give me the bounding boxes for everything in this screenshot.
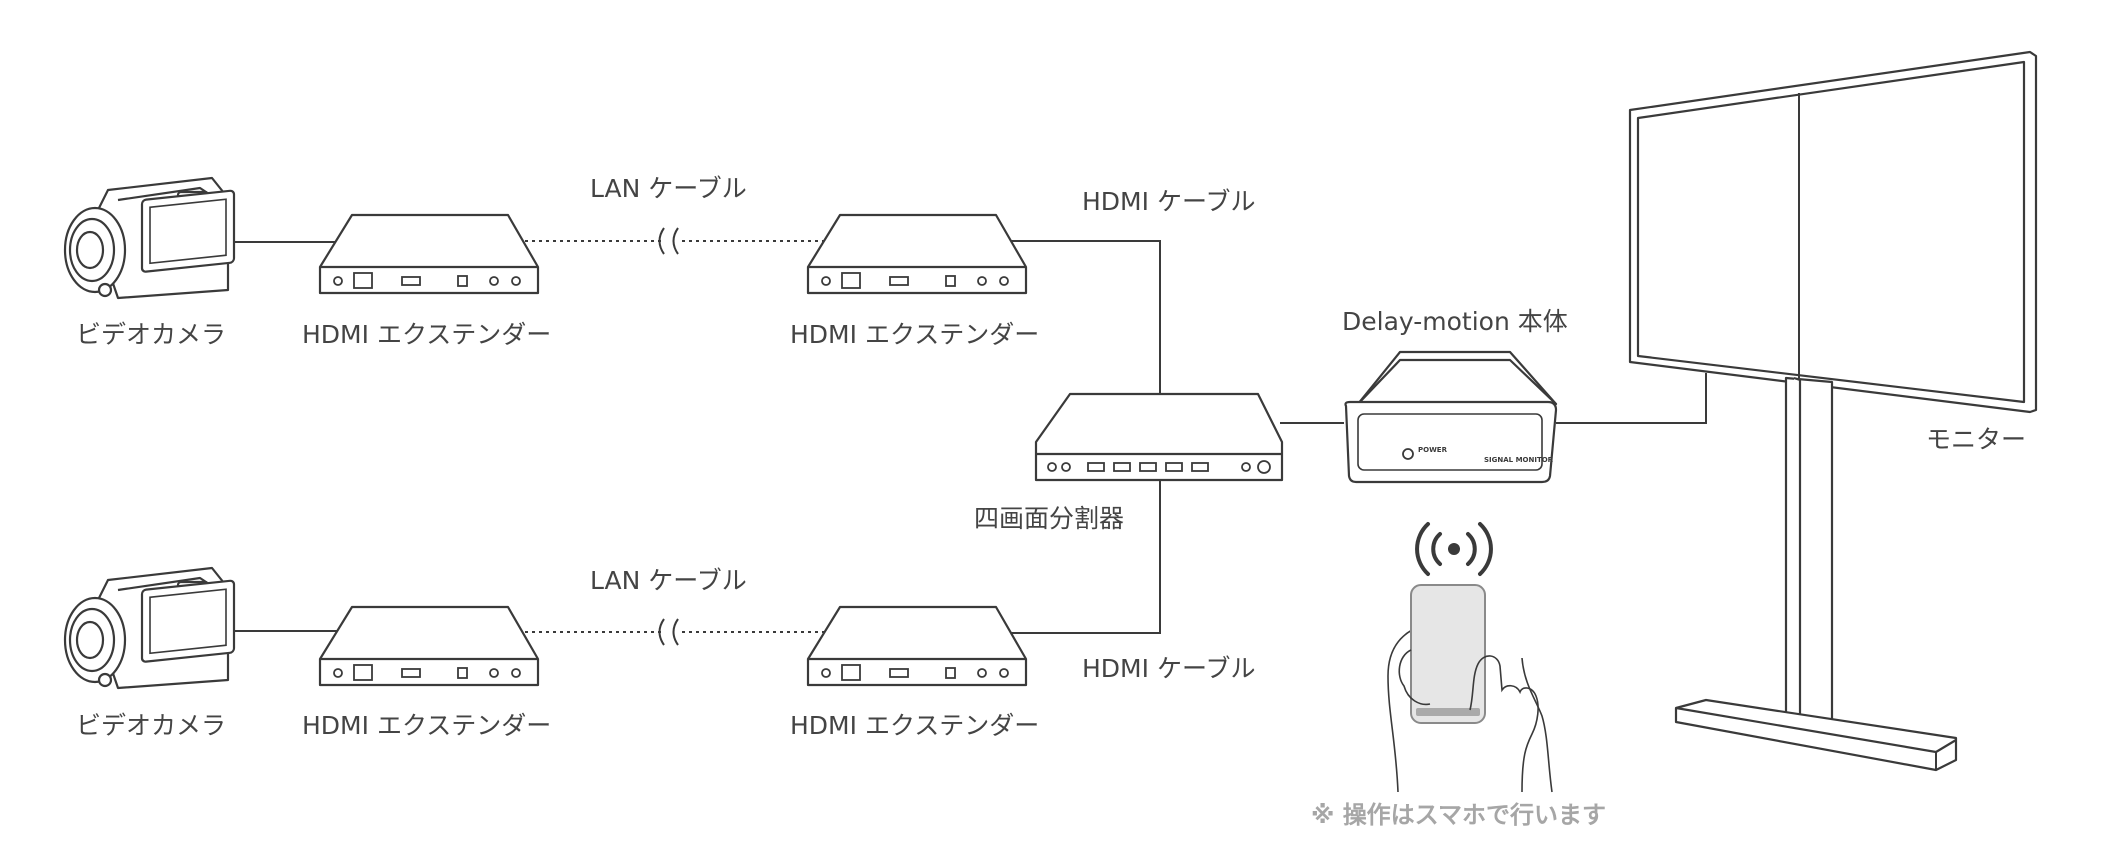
lan-cable-line-2 bbox=[518, 618, 826, 646]
hdmi-extender-icon bbox=[318, 213, 540, 295]
hdmi-extender-icon bbox=[806, 213, 1028, 295]
signal-monitor-text: SIGNAL MONITOR bbox=[1484, 456, 1554, 464]
wireless-signal-icon bbox=[1415, 522, 1493, 576]
smartphone-note: ※ 操作はスマホで行います bbox=[1311, 801, 1606, 829]
camera-label-2: ビデオカメラ bbox=[76, 711, 227, 740]
extender-label-2: HDMI エクステンダー bbox=[790, 320, 1040, 349]
delay-motion-label: Delay-motion 本体 bbox=[1342, 307, 1568, 336]
video-camera-icon bbox=[63, 566, 236, 690]
camera-label-1: ビデオカメラ bbox=[76, 320, 227, 349]
extender-label-3: HDMI エクステンダー bbox=[302, 711, 552, 740]
hdmi-extender-icon bbox=[806, 605, 1028, 687]
hdmi-cable-label-2: HDMI ケーブル bbox=[1082, 654, 1256, 683]
smartphone-hand-icon bbox=[1387, 584, 1553, 793]
monitor-icon bbox=[1628, 50, 2038, 772]
video-camera-icon bbox=[63, 176, 236, 300]
monitor-label: モニター bbox=[1926, 425, 2027, 454]
lan-cable-label-2: LAN ケーブル bbox=[590, 566, 747, 595]
quad-splitter-icon bbox=[1034, 392, 1284, 482]
extender-label-1: HDMI エクステンダー bbox=[302, 320, 552, 349]
hdmi-cable-line-1 bbox=[1003, 240, 1161, 396]
power-text: POWER bbox=[1418, 446, 1448, 454]
splitter-label: 四画面分割器 bbox=[974, 504, 1125, 533]
lan-cable-label-1: LAN ケーブル bbox=[590, 174, 747, 203]
lan-cable-line-1 bbox=[518, 227, 826, 255]
connection-lines bbox=[225, 227, 1707, 646]
hdmi-extender-icon bbox=[318, 605, 540, 687]
extender-label-4: HDMI エクステンダー bbox=[790, 711, 1040, 740]
hdmi-cable-line-2 bbox=[1003, 481, 1161, 634]
delay-motion-unit-icon bbox=[1344, 350, 1558, 484]
delay-to-monitor-line bbox=[1556, 373, 1707, 424]
hdmi-cable-label-1: HDMI ケーブル bbox=[1082, 187, 1256, 216]
